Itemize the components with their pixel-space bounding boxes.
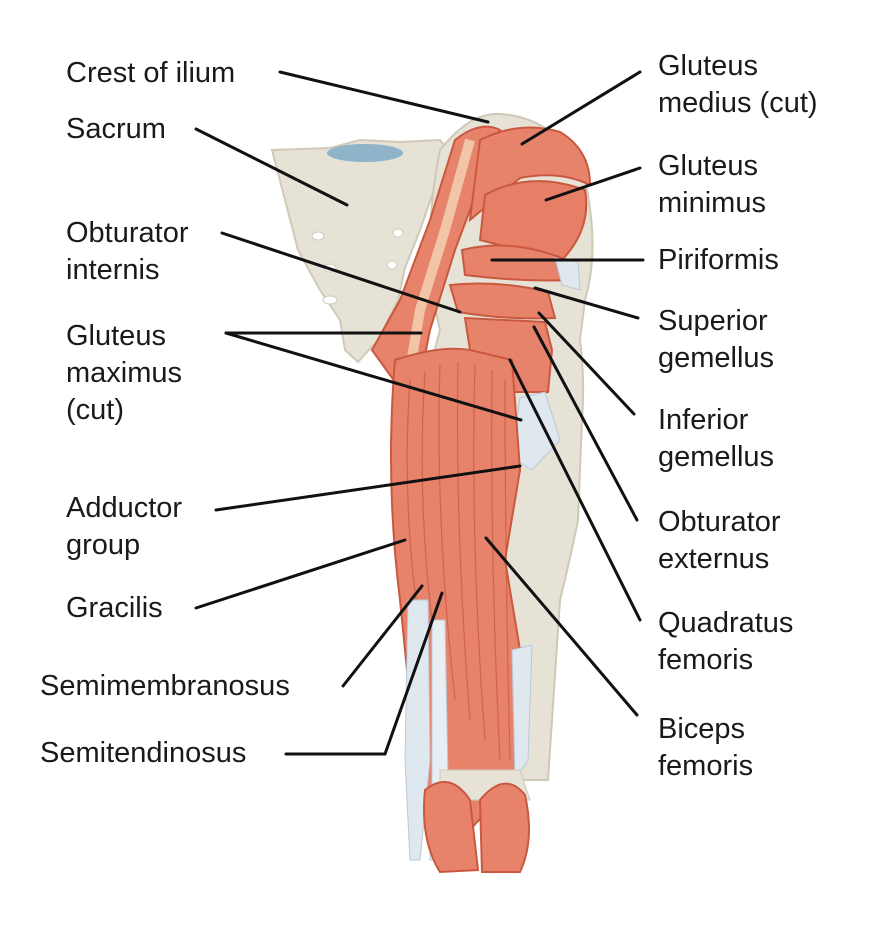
sacrum-bone	[270, 138, 450, 364]
label-inferior-gemellus: Inferior gemellus	[658, 404, 775, 473]
sacral-foramen	[322, 295, 338, 305]
gluteus-maximus-fat-edge	[405, 138, 475, 371]
leader-semitendinosus	[284, 591, 444, 756]
label-adductor-group: Adductor group	[66, 492, 183, 561]
leader-quadratus-femoris	[508, 358, 642, 622]
label-gluteus-medius-cut: Gluteus medius (cut)	[658, 50, 818, 119]
label-semimembranosus: Semimembranosus	[40, 670, 290, 702]
label-piriformis: Piriformis	[658, 244, 779, 276]
leader-superior-gemellus	[533, 286, 640, 320]
leader-gracilis	[194, 538, 407, 610]
gemelli-obturator-muscle	[448, 282, 557, 320]
sacral-foramen	[392, 228, 404, 238]
label-quadratus-femoris: Quadratus femoris	[658, 607, 794, 676]
gastrocnemius-lateral-head	[478, 782, 530, 873]
label-gluteus-minimus: Gluteus minimus	[658, 150, 766, 219]
leader-gluteus-minimus	[544, 166, 642, 202]
leader-inferior-gemellus	[537, 311, 636, 416]
label-gracilis: Gracilis	[66, 592, 163, 624]
sacral-foramen	[311, 231, 325, 241]
leader-biceps-femoris	[484, 536, 639, 717]
leader-obturator-internis	[220, 231, 462, 314]
leader-gluteus-maximus-b	[224, 331, 523, 422]
label-semitendinosus: Semitendinosus	[40, 737, 247, 769]
gluteus-medius-muscle	[468, 126, 592, 223]
label-obturator-internis: Obturator internis	[66, 217, 189, 286]
leader-obturator-externus	[532, 325, 639, 522]
label-sacrum: Sacrum	[66, 113, 166, 145]
sacrum-cartilage	[327, 144, 403, 162]
label-superior-gemellus: Superior gemellus	[658, 305, 775, 374]
leader-crest-of-ilium	[278, 70, 490, 124]
sacral-foramen	[386, 260, 398, 270]
leader-sacrum	[194, 127, 349, 207]
biceps-femoris-tendon	[511, 644, 533, 782]
leader-adductor-group	[214, 464, 522, 512]
gastrocnemius-medial-head	[423, 781, 480, 874]
leader-semimembranosus	[341, 584, 424, 688]
leader-gluteus-medius	[520, 70, 642, 146]
label-crest-of-ilium: Crest of ilium	[66, 57, 236, 89]
label-biceps-femoris: Biceps femoris	[658, 713, 754, 782]
label-obturator-externus: Obturator externus	[658, 506, 781, 575]
label-gluteus-maximus-cut: Gluteus maximus (cut)	[66, 320, 183, 426]
